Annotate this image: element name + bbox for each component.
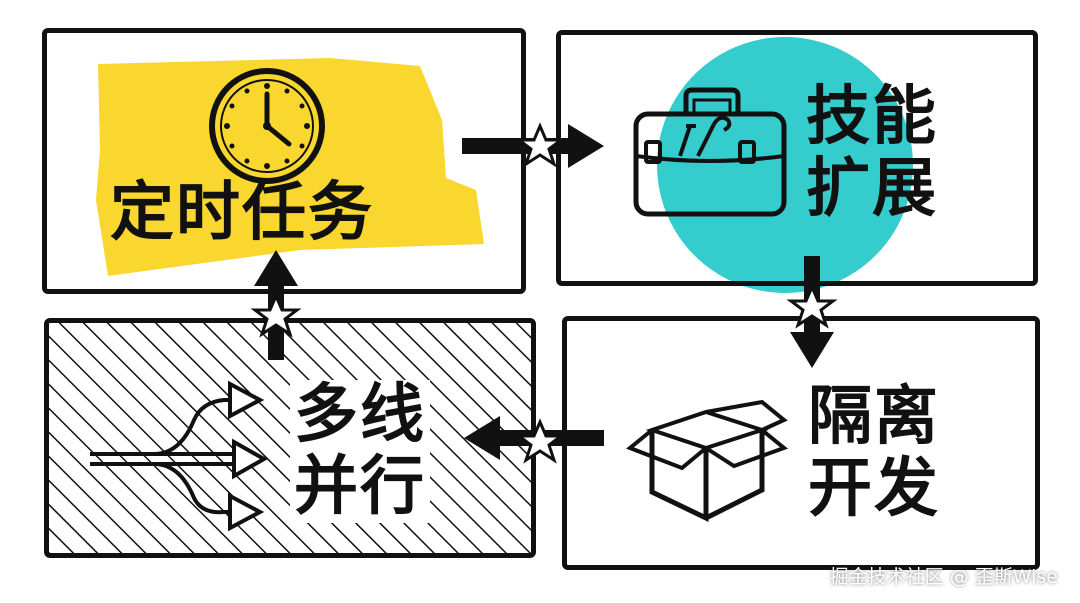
label-multi-threaded-line2: 并行 — [294, 449, 426, 524]
label-multi-threaded-line1: 多线 — [294, 378, 426, 452]
arrow-down-right — [786, 256, 838, 368]
clock-icon — [209, 68, 325, 184]
label-scheduled-tasks: 定时任务 — [110, 176, 374, 250]
toolbox-icon — [633, 87, 787, 217]
arrow-right-top — [462, 122, 604, 168]
open-box-icon — [626, 399, 788, 522]
arrow-up-left — [250, 250, 302, 360]
label-isolated-development: 隔离 开发 — [808, 380, 940, 526]
panel-skill-extension — [556, 30, 1038, 286]
label-isolated-development-line2: 开发 — [808, 451, 940, 526]
label-isolated-development-line1: 隔离 — [808, 380, 940, 454]
label-skill-extension: 技能 扩展 — [806, 80, 938, 226]
watermark: 掘金技术社区 @ 歪斯Wise — [829, 566, 1058, 588]
label-multi-threaded: 多线 并行 — [290, 378, 430, 524]
label-skill-extension-line1: 技能 — [806, 80, 938, 154]
arrow-left-bottom — [464, 416, 604, 464]
branching-arrows-icon — [90, 380, 269, 532]
label-skill-extension-line2: 扩展 — [806, 151, 938, 226]
